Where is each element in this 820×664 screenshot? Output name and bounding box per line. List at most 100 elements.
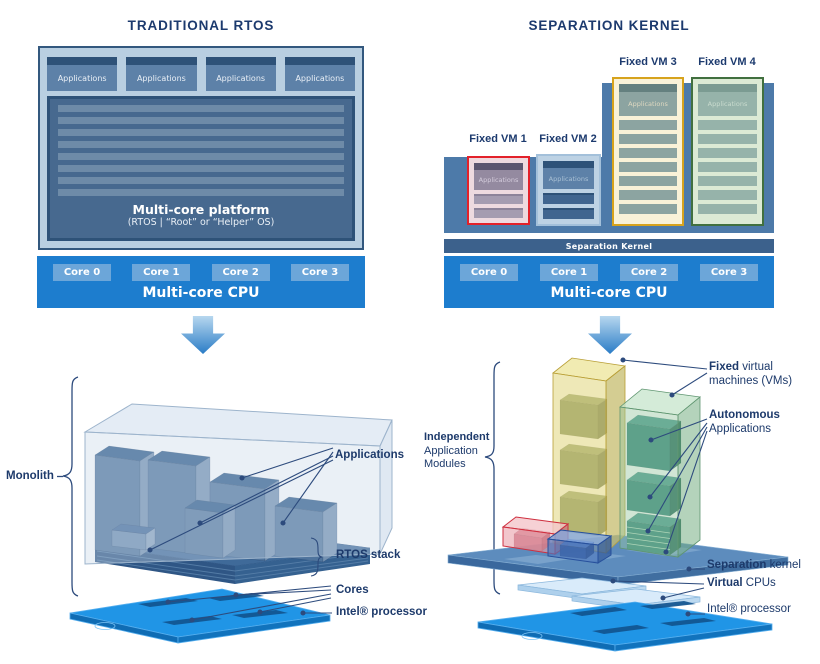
blue-vm-box [546, 529, 613, 564]
pointer-lines [610, 357, 708, 617]
label-rest: Applications [709, 422, 772, 435]
right-title: SEPARATION KERNEL [528, 18, 690, 33]
stripe [698, 120, 757, 130]
core-box: Core 2 [211, 264, 270, 281]
monolith-label: Monolith [6, 470, 54, 482]
application-label: Applications [216, 73, 266, 83]
vm-application-box: Applications [474, 163, 523, 190]
platform-stripes [50, 99, 352, 196]
application-box: Applications [284, 57, 355, 91]
stripe [58, 129, 344, 136]
stripe [58, 189, 344, 196]
label-bold: Separation [707, 559, 767, 571]
intel-processor-chip [69, 588, 331, 644]
label-rest: Application Modules [424, 444, 478, 471]
label-rest: kernel [766, 559, 801, 571]
stripe [58, 165, 344, 172]
vm2-label: Fixed VM 2 [539, 133, 597, 145]
intel-processor-label: Intel® processor [336, 606, 427, 618]
label-rest: CPUs [742, 577, 776, 589]
stripe [619, 176, 677, 186]
platform-subtitle: (RTOS | “Root” or “Helper” OS) [127, 217, 275, 228]
vm-application-box: Applications [698, 84, 757, 116]
stripe [698, 176, 757, 186]
intel-processor-label: Intel® processor [707, 603, 791, 615]
separation-kernel-bar-label: Separation Kernel [565, 241, 653, 251]
core-box: Core 1 [132, 264, 191, 281]
independent-application-modules-label: Independent Application Modules [424, 431, 500, 472]
application-label: Applications [295, 73, 345, 83]
label-bold: Virtual [707, 577, 743, 589]
applications-label: Applications [335, 449, 405, 461]
vm4-label: Fixed VM 4 [698, 56, 756, 68]
stripe [58, 153, 344, 160]
label-bold: Autonomous [709, 409, 780, 421]
virtual-cpu-slabs [517, 577, 701, 611]
multicore-cpu-bar: Core 0 Core 1 Core 2 Core 3 Multi-core C… [444, 256, 774, 308]
building [111, 523, 156, 551]
stripe [619, 134, 677, 144]
application-box: Applications [126, 57, 197, 91]
vm-application-label: Applications [707, 100, 748, 108]
vm-application-label: Applications [628, 100, 668, 108]
core-box: Core 0 [53, 264, 111, 281]
core-box: Core 0 [460, 264, 518, 281]
virtual-cpus-label: Virtual CPUs [707, 577, 776, 591]
fixed-vm4-box: Applications [691, 77, 764, 226]
stripe [543, 193, 594, 204]
vm-application-box: Applications [543, 161, 594, 189]
vm-application-label: Applications [548, 174, 589, 183]
monolith-3d-scene [57, 376, 393, 644]
fixed-vm3-box: Applications [612, 77, 684, 226]
stripe [619, 204, 677, 214]
separation-kernel-bar: Separation Kernel [444, 239, 774, 253]
cores-row: Core 0 Core 1 Core 2 Core 3 [444, 256, 774, 281]
label-rest: virtual machines (VMs) [709, 361, 793, 387]
stripe [58, 117, 344, 124]
rtos-stack-label: RTOS stack [336, 549, 401, 561]
left-title: TRADITIONAL RTOS [127, 18, 275, 33]
cpu-label: Multi-core CPU [550, 285, 668, 301]
monolith-bracket [57, 376, 79, 597]
stripe [474, 194, 523, 204]
rtos-stack-brace [310, 537, 323, 577]
stripe [474, 208, 523, 218]
vm3-label: Fixed VM 3 [619, 56, 677, 68]
label-bold: Fixed [709, 361, 740, 373]
separation-kernel-label: Separation kernel [707, 559, 801, 573]
stripe [698, 148, 757, 158]
application-box: Applications [205, 57, 276, 91]
stripe [58, 141, 344, 148]
vm1-label: Fixed VM 1 [469, 133, 527, 145]
core-box: Core 2 [620, 264, 678, 281]
separation-kernel-3d-scene [447, 357, 789, 652]
stripe [698, 204, 757, 214]
applications-row: Applications Applications Applications A… [40, 48, 362, 91]
independent-modules-bracket [484, 361, 501, 595]
fixed-vms-label: Fixed virtual machines (VMs) [709, 361, 809, 388]
application-label: Applications [57, 73, 107, 83]
traditional-rtos-box: Applications Applications Applications A… [38, 46, 364, 250]
vm-application-label: Applications [478, 176, 519, 184]
stripe [543, 208, 594, 219]
pointer-lines [147, 447, 334, 623]
autonomous-applications-label: Autonomous Applications [709, 409, 814, 436]
label-bold: Independent [424, 431, 490, 443]
fixed-vm2-box: Applications [536, 154, 601, 226]
chip-logo [521, 632, 543, 640]
cpu-label: Multi-core CPU [142, 285, 260, 301]
stripe [619, 162, 677, 172]
stripe [698, 162, 757, 172]
glass-monolith-box [83, 403, 393, 565]
stripe [58, 105, 344, 112]
stripe [698, 190, 757, 200]
cores-row: Core 0 Core 1 Core 2 Core 3 [37, 256, 365, 281]
multicore-platform-box: Multi-core platform (RTOS | “Root” or “H… [47, 96, 355, 241]
stripe [698, 134, 757, 144]
core-box: Core 3 [290, 264, 349, 281]
platform-title: Multi-core platform [132, 202, 270, 217]
stripe [58, 177, 344, 184]
fixed-vm1-box: Applications [467, 156, 530, 225]
chip-cores [570, 601, 716, 634]
